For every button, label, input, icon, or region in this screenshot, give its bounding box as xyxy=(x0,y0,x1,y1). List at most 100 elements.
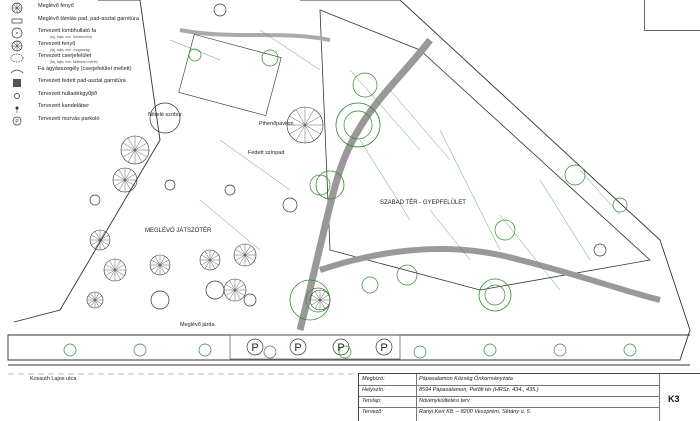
deciduous-tree xyxy=(396,264,418,286)
street-label: Kossuth Lajos utca xyxy=(30,376,77,382)
legend-sublabel: (faj, fajta, min. kiültetési méret) xyxy=(50,60,98,64)
pavilion-label: Pihenőpavilon xyxy=(259,121,294,127)
legend-sublabel: (faj, fajta, min. törzskerület) xyxy=(50,35,93,39)
parking-space xyxy=(375,338,393,356)
legend-label: Fa ágyásszegély (cserjefelület mellett) xyxy=(38,65,132,72)
leader-line xyxy=(169,39,221,61)
pine-tree xyxy=(86,291,104,309)
sidewalk-label: Meglévő járda xyxy=(180,322,215,328)
legend-label: Tervezett hulladékgyűjtő xyxy=(38,90,98,97)
parking-space xyxy=(289,338,307,356)
leader-lines xyxy=(169,29,621,291)
parking-symbol: P xyxy=(380,342,387,354)
deciduous-tree xyxy=(494,219,516,241)
monument-label: Nitrelé szobor xyxy=(148,112,182,118)
legend-label: Tervezett murvás parkoló xyxy=(38,115,100,122)
deciduous-tree xyxy=(553,343,567,357)
pine-tree xyxy=(309,289,331,311)
deciduous-tree xyxy=(261,49,279,67)
bench-icon xyxy=(11,18,23,23)
parking-lot xyxy=(229,334,401,360)
legend-label: Meglévő támlás pad, pad-asztal garnitúra xyxy=(38,15,139,22)
deciduous-tree xyxy=(164,179,176,191)
site-boundary xyxy=(7,0,691,361)
tree-layer xyxy=(63,3,637,359)
square-lawn xyxy=(319,9,651,291)
deciduous-tree xyxy=(205,280,225,300)
deciduous-tree xyxy=(564,164,586,186)
legend-label: Tervezett lombhullató fa xyxy=(38,28,97,34)
pine-tree xyxy=(233,243,257,267)
pine-tree xyxy=(120,135,150,165)
pine-tree xyxy=(112,167,138,193)
legend-label: Tervezett kandeláber xyxy=(38,103,90,109)
deciduous-tree xyxy=(361,276,379,294)
deciduous-tree xyxy=(89,194,101,206)
legend-label: Tervezett fenyő xyxy=(38,40,76,47)
pine-tree xyxy=(286,106,324,144)
main-path xyxy=(296,37,433,331)
title-block: Megbízó: Pápasalamon Község Önkormányzat… xyxy=(358,373,700,421)
leader-line xyxy=(359,139,411,221)
leader-line xyxy=(259,29,321,71)
deciduous-tree xyxy=(263,345,277,359)
pine-icon xyxy=(11,2,23,14)
leader-line xyxy=(349,69,421,151)
deciduous-tree xyxy=(243,293,257,307)
leader-line xyxy=(499,214,561,291)
deciduous-tree xyxy=(198,343,212,357)
flower-bed xyxy=(478,278,512,312)
deciduous-tree xyxy=(352,72,378,98)
edge-icon xyxy=(10,69,24,73)
svg-text:P: P xyxy=(15,119,19,125)
pine-tree xyxy=(89,229,111,251)
deciduous-tree xyxy=(224,184,236,196)
lamp-icon xyxy=(15,106,19,113)
leader-line xyxy=(579,169,621,216)
deciduous-tree xyxy=(413,345,427,359)
pine-tree xyxy=(223,278,247,302)
stage xyxy=(178,33,282,117)
parking-icon: P xyxy=(12,116,22,125)
deciduous-tree xyxy=(593,243,607,257)
upper-path xyxy=(179,28,331,42)
covered-icon xyxy=(13,79,21,87)
parking-symbol: P xyxy=(251,342,258,354)
leader-line xyxy=(429,209,471,261)
leader-line xyxy=(389,89,451,161)
deciduous-tree xyxy=(343,110,373,140)
parking-space xyxy=(332,338,350,356)
sheet-number: K3 xyxy=(668,394,680,404)
deciduous-tree xyxy=(484,284,506,306)
leader-line xyxy=(199,199,261,251)
playground-label: MEGLÉVŐ JÁTSZÓTÉR xyxy=(145,228,212,234)
legend-label: Tervezett fedett pad-asztal garnitúra xyxy=(38,78,126,84)
bin-icon xyxy=(14,92,20,99)
deciduous-tree xyxy=(338,345,352,359)
pine-tree xyxy=(199,249,221,271)
stage-label: Fedett színpad xyxy=(248,150,285,156)
deciduous-tree xyxy=(150,290,170,310)
deciduous-tree xyxy=(483,343,497,357)
curved-path xyxy=(319,246,661,303)
legend-sublabel: (faj, fajta, min. magasság) xyxy=(50,47,91,52)
leader-line xyxy=(219,139,291,191)
pine-tree xyxy=(103,258,127,282)
deciduous-tree xyxy=(282,197,298,213)
title-row-site: Helyszín: 8594 Pápasalamon, Petőfi tér (… xyxy=(359,385,659,397)
deciduous-tree xyxy=(309,174,331,196)
leader-line xyxy=(539,179,591,261)
shrub-icon xyxy=(10,53,24,63)
deciduous-tree xyxy=(63,343,77,357)
deciduous-tree xyxy=(149,102,181,134)
deciduous-tree xyxy=(612,197,628,213)
plaza-mid xyxy=(315,170,345,200)
north-arrow-box xyxy=(644,0,700,31)
plaza-top xyxy=(335,102,381,148)
square-label: SZABAD TÉR - GYEPFELÜLET xyxy=(380,200,466,206)
legend-label: Tervezett cserjefelület xyxy=(38,53,92,59)
title-row-sheet: Tervlap: Növénykiültetési terv xyxy=(359,396,659,408)
deciduous-tree xyxy=(133,343,147,357)
title-row-client: Megbízó: Pápasalamon Község Önkormányzat… xyxy=(359,374,659,386)
